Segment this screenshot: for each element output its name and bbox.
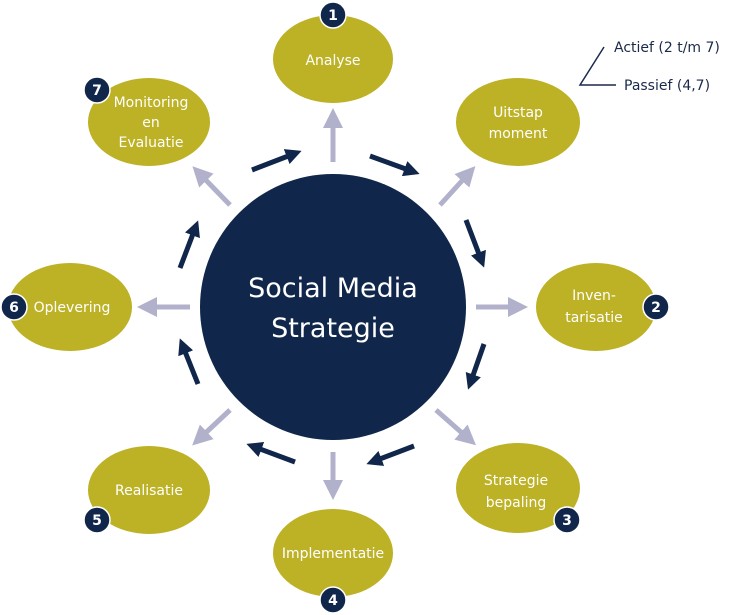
spoke-arrow-uitstap [438,166,476,207]
node-realisatie-ellipse [88,446,210,534]
annotation-active: Actief (2 t/m 7) [614,40,720,56]
node-uitstap-label-line-2: moment [489,126,548,142]
node-inventarisatie: Inven- tarisatie 2 [536,263,670,351]
node-realisatie-label: Realisatie [115,483,183,499]
node-inventarisatie-ellipse [536,263,656,351]
node-analyse-label: Analyse [305,53,360,69]
node-analyse-badge [319,1,347,29]
node-analyse-ellipse [273,15,393,103]
center-title-line-2: Strategie [271,313,395,344]
node-realisatie: Realisatie 5 [83,446,210,534]
cycle-arrow-monitoring-to-analyse [251,149,302,173]
node-realisatie-badge [83,506,111,534]
node-strategie-bepaling: Strategie bepaling 3 [456,443,581,534]
node-oplevering: Oplevering 6 [0,263,132,351]
node-implementatie-label: Implementatie [282,546,384,562]
node-implementatie-badge-number: 4 [328,593,338,609]
spoke-arrows [137,108,528,500]
node-strategie-bepaling-badge-number: 3 [562,513,572,529]
phase-nodes: Analyse 1 Uitstap moment Inven- tarisati… [0,1,670,614]
cycle-arrow-analyse-to-uitstap [369,153,420,177]
spoke-arrow-monitoring [192,166,232,207]
cycle-arrow-strategie-to-implementatie [366,443,415,466]
center-circle [200,174,466,440]
cycle-arrow-uitstap-to-inventarisatie [463,219,486,268]
node-monitoring-ellipse [88,78,210,166]
node-inventarisatie-label-line-1: Inven- [572,288,616,304]
cycle-arrows [177,149,487,466]
node-strategie-bepaling-label-line-1: Strategie [484,473,548,489]
node-monitoring: Monitoring en Evaluatie 7 [83,76,210,166]
node-oplevering-label: Oplevering [34,300,111,316]
node-implementatie-badge [319,586,347,614]
node-monitoring-badge-number: 7 [92,83,102,99]
node-uitstap: Uitstap moment [456,78,580,166]
node-implementatie: Implementatie 4 [273,509,393,614]
annotation-passive: Passief (4,7) [624,78,710,94]
node-inventarisatie-badge [642,293,670,321]
node-inventarisatie-badge-number: 2 [651,300,661,316]
node-monitoring-label-line-2: en [142,115,160,131]
node-oplevering-badge [0,293,28,321]
annotation-bracket [578,46,616,86]
node-monitoring-label-line-1: Monitoring [114,95,189,111]
node-analyse-badge-number: 1 [328,8,338,24]
node-inventarisatie-label-line-2: tarisatie [565,310,623,326]
cycle-arrow-oplevering-to-monitoring [177,220,200,269]
node-monitoring-badge [83,76,111,104]
annotation: Actief (2 t/m 7) Passief (4,7) [578,40,720,94]
node-oplevering-ellipse [8,263,132,351]
node-analyse: Analyse 1 [273,1,393,103]
node-realisatie-badge-number: 5 [92,513,102,529]
center-hub: Social Media Strategie [200,174,466,440]
cycle-arrow-implementatie-to-realisatie [246,441,296,465]
node-implementatie-ellipse [273,509,393,597]
node-strategie-bepaling-label-line-2: bepaling [486,495,547,511]
node-uitstap-label-line-1: Uitstap [493,105,543,121]
center-title-line-1: Social Media [248,273,418,304]
node-monitoring-label-line-3: Evaluatie [118,135,183,151]
spoke-arrow-strategie-bepaling [434,408,476,446]
cycle-arrow-inventarisatie-to-strategie [465,343,487,390]
node-oplevering-badge-number: 6 [9,300,19,316]
node-strategie-bepaling-ellipse [456,443,580,533]
cycle-arrow-realisatie-to-oplevering [178,338,201,385]
spoke-arrow-realisatie [192,408,232,446]
node-strategie-bepaling-badge [553,506,581,534]
node-uitstap-ellipse [456,78,580,166]
